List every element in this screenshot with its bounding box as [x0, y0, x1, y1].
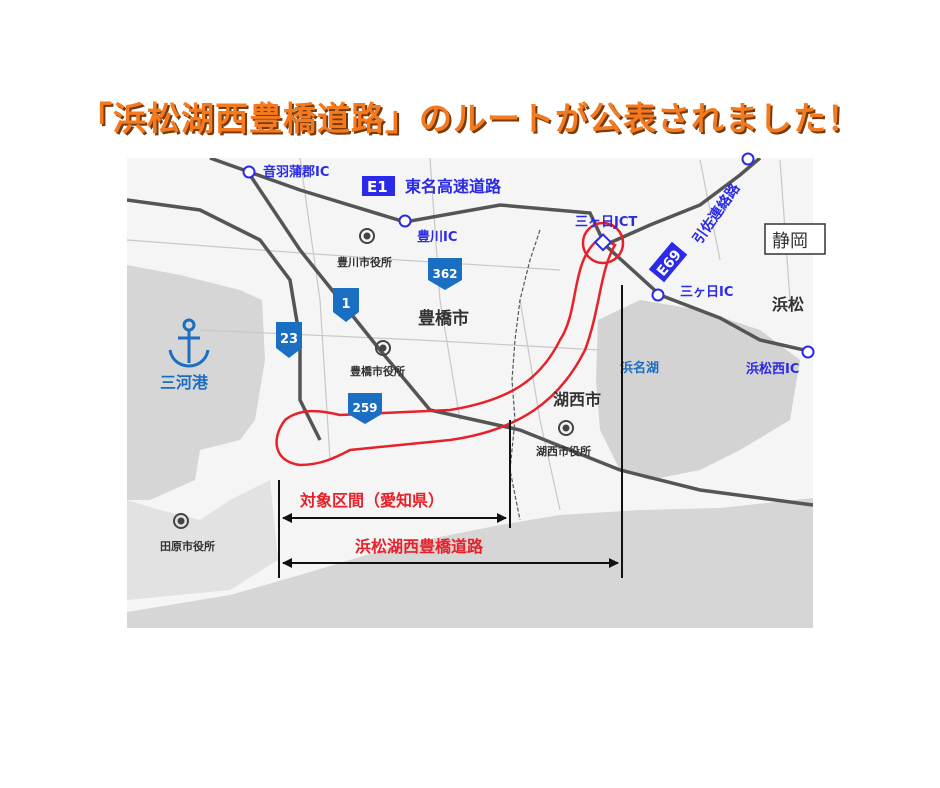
e1-label: E1: [367, 178, 388, 196]
route-362-shield: 362: [432, 267, 457, 281]
label-tomei: 東名高速道路: [405, 177, 502, 196]
label-toyohashi-office: 豊橋市役所: [350, 364, 405, 378]
office-icon: [558, 420, 574, 436]
label-mikawa-port: 三河港: [160, 373, 209, 392]
label-tahara-office: 田原市役所: [160, 539, 215, 553]
route-shields: 1 23 362 259: [276, 258, 462, 424]
local-roads: [127, 158, 791, 511]
e69-badge: [648, 241, 688, 283]
label-kosai-office: 湖西市役所: [536, 444, 591, 458]
ic-icon: [398, 214, 412, 228]
ic-icon: [242, 165, 256, 179]
route-23-shield: 23: [280, 332, 298, 347]
office-icon: [173, 513, 189, 529]
label-hamanako: 浜名湖: [620, 360, 659, 376]
label-hamamatsu: 浜松: [772, 295, 804, 314]
label-toyokawa-office: 豊川市役所: [337, 255, 392, 269]
city-office-icons: [173, 228, 574, 529]
ic-icon: [741, 152, 755, 166]
label-hamamatsunishi-ic: 浜松西IC: [746, 361, 799, 377]
jct-highlight-circle: [581, 221, 625, 265]
label-road-name: 浜松湖西豊橋道路: [355, 537, 484, 556]
headline: 「浜松湖西豊橋道路」のルートが公表されました！: [79, 99, 861, 138]
ic-icon: [801, 345, 815, 359]
jct-icon: [593, 233, 613, 252]
label-target-section: 対象区間（愛知県）: [299, 491, 444, 510]
anchor-icon: [168, 318, 210, 368]
shizuoka-box: [764, 223, 826, 255]
lake-hamana: [596, 300, 800, 480]
label-mikkabi-ic: 三ヶ日IC: [680, 285, 733, 300]
office-icon: [359, 228, 375, 244]
bay-lower: [127, 480, 278, 600]
ic-icon: [651, 288, 665, 302]
label-shizuoka: 静岡: [772, 231, 808, 252]
route-259-shield: 259: [352, 401, 377, 415]
route-1-shield: 1: [341, 297, 350, 312]
label-toyokawa-ic: 豊川IC: [417, 229, 457, 245]
interchange-icons: [242, 152, 815, 359]
e1-badge: [362, 176, 395, 196]
section-markers: [278, 285, 623, 578]
label-mikkabi-jct: 三ヶ日JCT: [575, 215, 637, 230]
label-kosai-city: 湖西市: [553, 390, 601, 409]
proposed-route-outline: [275, 236, 617, 467]
mikawa-bay: [127, 265, 265, 500]
office-icon: [375, 340, 391, 356]
label-toyohashi-city: 豊橋市: [418, 308, 469, 329]
label-otowa-ic: 音羽蒲郡IC: [263, 164, 329, 180]
